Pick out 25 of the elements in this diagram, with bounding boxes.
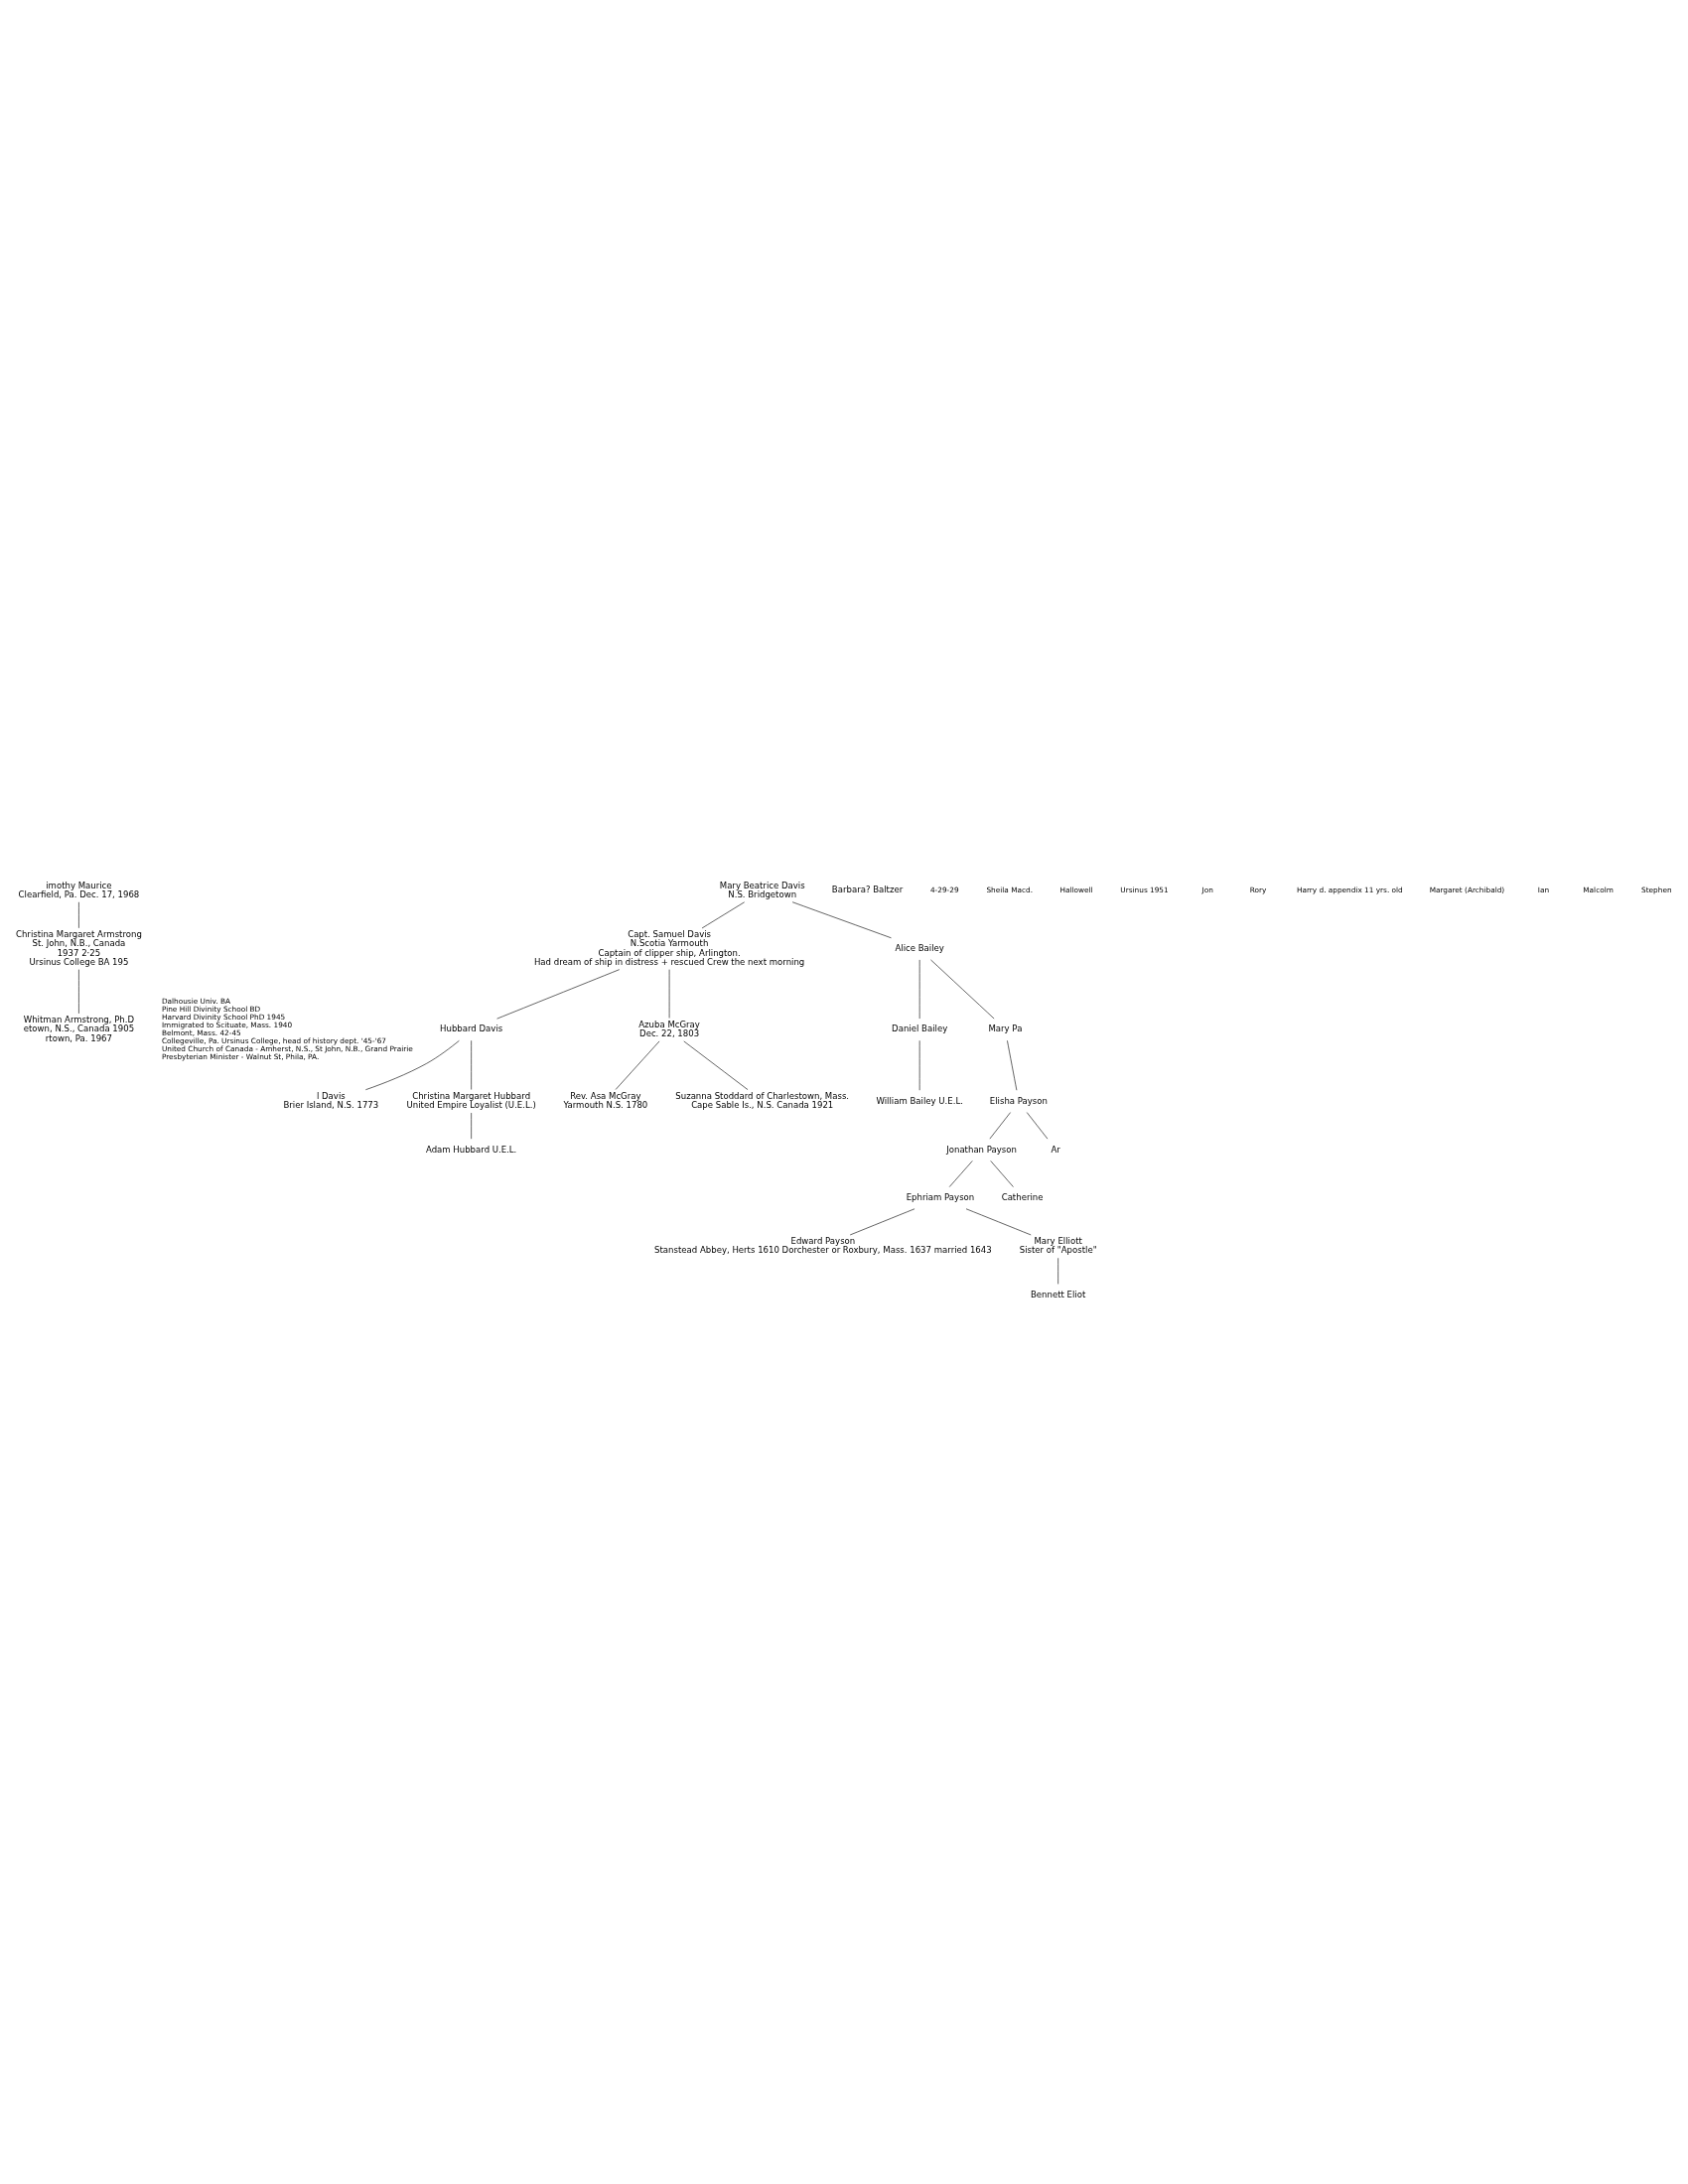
node-text: Mary Pa — [988, 1023, 1023, 1033]
node-text: Whitman Armstrong, Ph.D etown, N.S., Canada 1905 rtown, Pa. 1967 — [23, 1014, 135, 1043]
node-text: Hubbard Davis — [440, 1023, 503, 1033]
node-text: imothy Maurice Clearfield, Pa. Dec. 17, 1968 — [18, 880, 140, 899]
node-text: Barbara? Baltzer — [831, 884, 904, 894]
node-text: Elisha Payson — [989, 1095, 1048, 1106]
node-text: Catherine — [1001, 1191, 1044, 1202]
node-text: Ephriam Payson — [906, 1191, 975, 1202]
node-text: Alice Bailey — [895, 942, 944, 953]
node-text: Rev. Asa McGray Yarmouth N.S. 1780 — [563, 1090, 648, 1110]
node-text: Christina Margaret Armstrong St. John, N.B., Canada 1937 2·25 Ursinus College BA 195 — [15, 928, 142, 967]
node-text: Daniel Bailey — [892, 1023, 948, 1033]
node-text: Capt. Samuel Davis N.Scotia Yarmouth Captain of clipper ship, Arlington. Had dream of ship in distress + rescued Crew the next morning — [533, 928, 805, 967]
node-text: Edward Payson Stanstead Abbey, Herts 1610 Dorchester or Roxbury, Mass. 1637 married 1643 — [654, 1235, 992, 1255]
node-text: Azuba McGray Dec. 22, 1803 — [638, 1019, 700, 1038]
node-text: Ar — [1051, 1144, 1060, 1155]
node-text: Christina Margaret Hubbard United Empire Loyalist (U.E.L.) — [406, 1090, 536, 1110]
node-text: Adam Hubbard U.E.L. — [425, 1144, 517, 1155]
node-text: Bennett Eliot — [1030, 1289, 1086, 1299]
node-text: Jonathan Payson — [946, 1144, 1017, 1155]
node-text: Suzanna Stoddard of Charlestown, Mass. Cape Sable Is., N.S. Canada 1921 — [675, 1090, 850, 1110]
node-text: Mary Beatrice Davis N.S. Bridgetown — [719, 880, 805, 899]
node-text: William Bailey U.E.L. — [876, 1095, 963, 1106]
node-text: l Davis Brier Island, N.S. 1773 — [283, 1090, 379, 1110]
node-text: Mary Elliott Sister of "Apostle" — [1019, 1235, 1097, 1255]
